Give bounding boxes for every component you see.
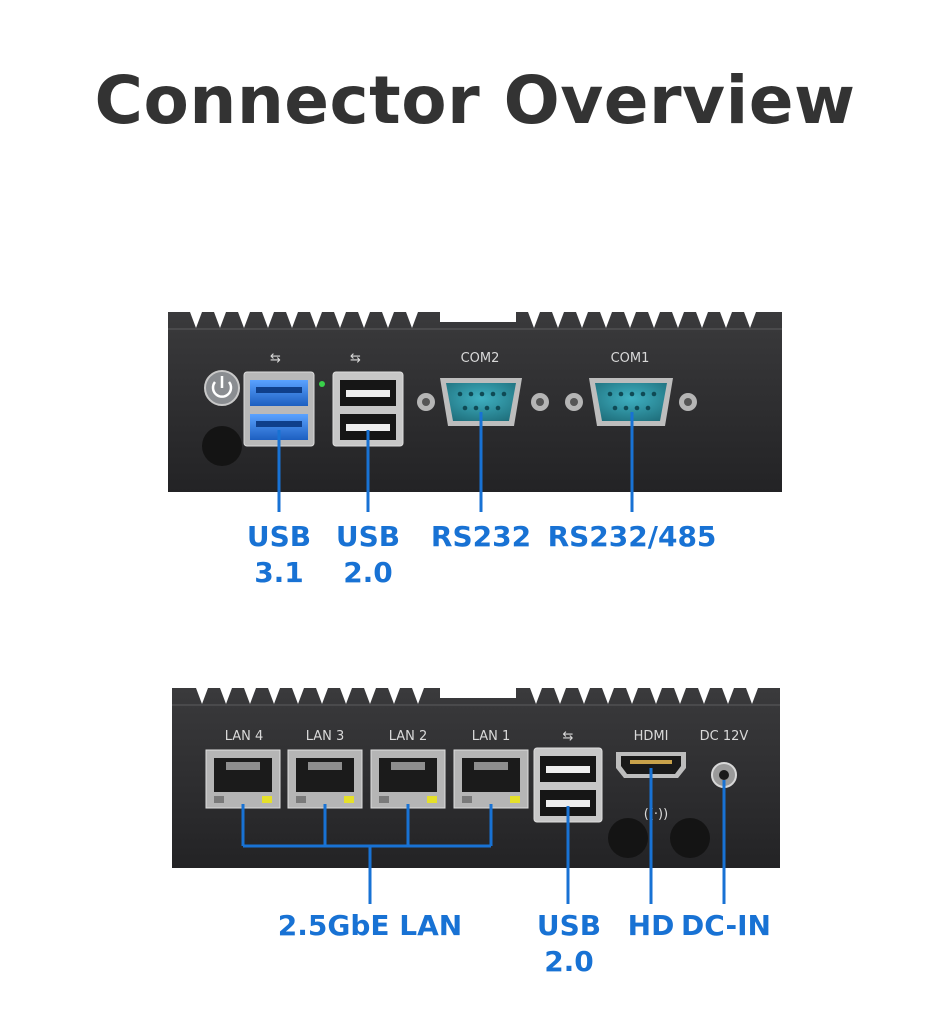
usb31-label: USB 3.1 <box>239 519 319 591</box>
lan3-silkscreen: LAN 3 <box>306 729 345 744</box>
status-led <box>319 381 325 387</box>
antenna-socket-2 <box>670 818 710 858</box>
lan-label: 2.5GbE LAN <box>277 909 463 942</box>
usb20-front-label-line1: USB <box>335 520 401 553</box>
usb20-rear-label-line2: 2.0 <box>544 945 594 978</box>
front-leader-lines <box>277 412 634 512</box>
svg-text:((·)): ((·)) <box>644 807 668 822</box>
usb31-label-line1: USB <box>246 520 312 553</box>
antenna-socket-1 <box>608 818 648 858</box>
svg-text:⇆: ⇆ <box>563 729 574 744</box>
com2-silkscreen: COM2 <box>461 351 500 366</box>
front-rubber-foot <box>202 426 242 466</box>
svg-text:⇆: ⇆ <box>350 351 361 366</box>
svg-text:⇆: ⇆ <box>270 351 281 366</box>
com1-silkscreen: COM1 <box>611 351 650 366</box>
page-title: Connector Overview <box>94 62 856 139</box>
lan-ports <box>205 749 529 809</box>
lan2-silkscreen: LAN 2 <box>389 729 428 744</box>
front-heatsink-fins <box>190 304 756 328</box>
dcin-label: DC-IN <box>681 909 771 942</box>
usb31-label-line2: 3.1 <box>254 556 304 589</box>
rs232-485-label: RS232/485 <box>547 520 717 553</box>
usb20-rear-label-line1: USB <box>536 909 602 942</box>
usb20-front-label: USB 2.0 <box>325 519 411 591</box>
hd-label: HD <box>627 909 675 942</box>
rear-heatsink-fins <box>196 682 758 704</box>
rs232-label: RS232 <box>430 520 532 553</box>
rear-leader-lines <box>241 768 726 904</box>
dc-silkscreen: DC 12V <box>700 729 749 744</box>
usb20-front-label-line2: 2.0 <box>343 556 393 589</box>
lan1-silkscreen: LAN 1 <box>472 729 511 744</box>
usb20-rear-label: USB 2.0 <box>526 908 612 980</box>
lan4-silkscreen: LAN 4 <box>225 729 264 744</box>
hdmi-silkscreen: HDMI <box>634 729 669 744</box>
